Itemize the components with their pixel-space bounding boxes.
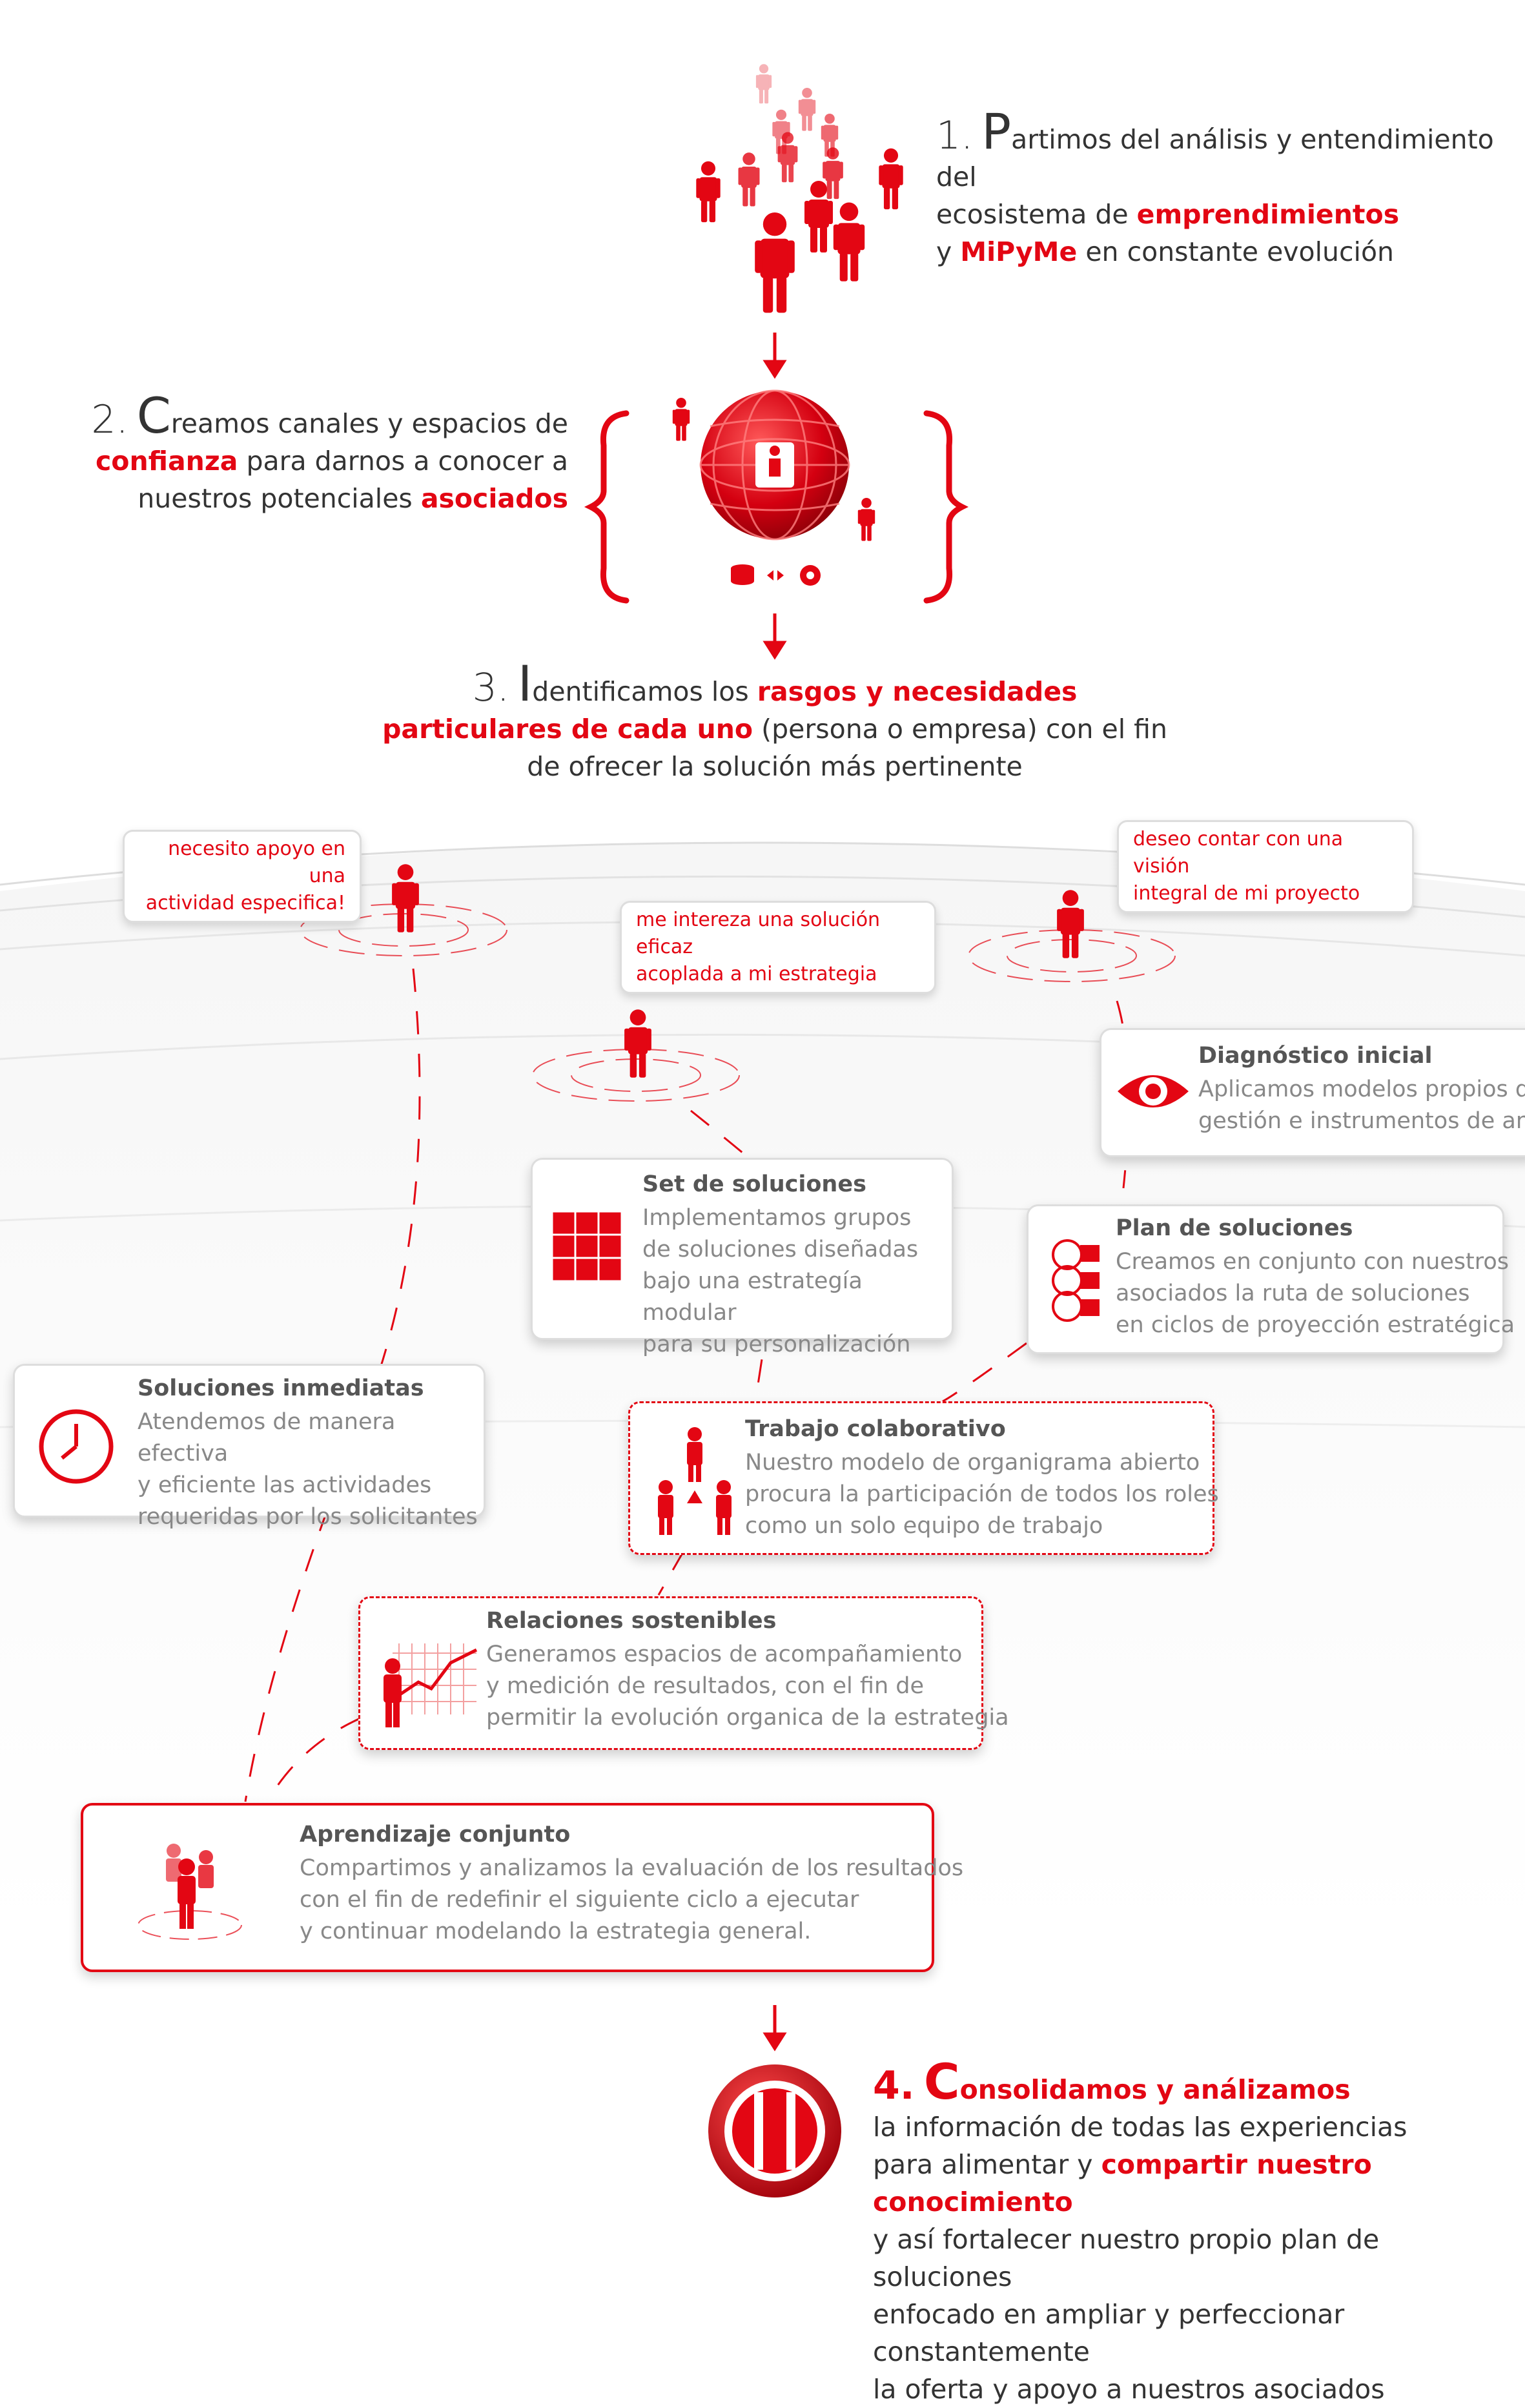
speech-bubble-solution: me intereza una solución eficaz acoplada… (620, 901, 936, 994)
company-logo-icon (708, 2064, 841, 2197)
card-diagnostico-inicial: Diagnóstico inicial Aplicamos modelos pr… (1100, 1028, 1525, 1157)
step3-line2-red: particulares de cada uno (382, 714, 753, 745)
team-group-icon (138, 1844, 242, 1940)
step1-line3-pre: y (936, 236, 961, 267)
card-title: Trabajo colaborativo (745, 1416, 1006, 1442)
globe-icon (699, 389, 850, 540)
step1-line2-pre: ecosistema de (936, 199, 1137, 230)
step3-line3: de ofrecer la solución más pertinente (527, 751, 1023, 782)
card-soluciones-inmediatas: Soluciones inmediatas Atendemos de maner… (13, 1364, 486, 1530)
step4-number: 4. (873, 2063, 915, 2108)
card-description: Aplicamos modelos propios de gestión e i… (1198, 1074, 1525, 1137)
step4-line2-red: compartir nuestro conocimiento (873, 2149, 1372, 2218)
card-description: Atendemos de manera efectiva y eficiente… (138, 1406, 484, 1533)
card-title: Aprendizaje conjunto (300, 1822, 571, 1847)
desc-line: para su personalización (642, 1332, 911, 1357)
step3-initial: I (517, 655, 533, 712)
step2-line3-pre: nuestros potenciales (138, 483, 421, 514)
cycle-plan-icon (1052, 1239, 1100, 1322)
step2-line3-red: asociados (420, 483, 568, 514)
desc-line: permitir la evolución organica de la est… (486, 1705, 1009, 1731)
step1-line1: artimos del análisis y entendimiento del (936, 124, 1494, 192)
card-title: Relaciones sostenibles (486, 1608, 777, 1634)
bubble-line: integral de mi proyecto (1133, 882, 1360, 905)
step4-line4: enfocado en ampliar y perfeccionar const… (873, 2299, 1345, 2367)
step2-number: 2. (91, 397, 128, 442)
step2-text: 2. Creamos canales y espacios de confian… (32, 391, 568, 517)
desc-line: Implementamos grupos (642, 1205, 912, 1231)
desc-line: Nuestro modelo de organigrama abierto (745, 1450, 1200, 1476)
desc-line: Creamos en conjunto con nuestros (1116, 1249, 1510, 1275)
desc-line: de soluciones diseñadas (642, 1237, 919, 1262)
card-description: Generamos espacios de acompañamiento y m… (486, 1639, 1009, 1734)
bubble-line: acoplada a mi estrategia (636, 963, 877, 985)
desc-line: y continuar modelando la estrategia gene… (300, 1919, 812, 1944)
org-chart-icon (658, 1427, 732, 1535)
desc-line: y medición de resultados, con el fin de (486, 1673, 925, 1699)
desc-line: y eficiente las actividades (138, 1472, 432, 1498)
step4-line2-pre: para alimentar y (873, 2149, 1101, 2180)
desc-line: procura la participación de todos los ro… (745, 1481, 1219, 1507)
step4-initial: C (923, 2053, 960, 2110)
step2-line2-red: confianza (95, 446, 238, 477)
modular-blocks-icon (551, 1210, 623, 1282)
desc-line: bajo una estrategía modular (642, 1268, 863, 1326)
step4-line5: la oferta y apoyo a nuestros asociados (873, 2374, 1385, 2405)
desc-line: requeridas por los solicitantes (138, 1504, 478, 1530)
step4-title: onsolidamos y análizamos (959, 2074, 1351, 2105)
card-title: Plan de soluciones (1116, 1215, 1353, 1241)
step1-line2-red: emprendimientos (1136, 199, 1400, 230)
bubble-line: necesito apoyo en una (168, 838, 345, 887)
desc-line: con el fin de redefinir el siguiente cic… (300, 1887, 859, 1913)
step1-line3-post: en constante evolución (1077, 236, 1395, 267)
card-title: Soluciones inmediatas (138, 1375, 424, 1401)
card-title: Set de soluciones (642, 1171, 866, 1197)
step2-initial: C (136, 387, 171, 444)
growth-chart-icon (384, 1643, 478, 1727)
step2-line2-post: para darnos a conocer a (238, 446, 568, 477)
card-set-de-soluciones: Set de soluciones Implementamos grupos d… (531, 1158, 954, 1357)
step1-text: 1. Partimos del análisis y entendimiento… (936, 107, 1517, 271)
step3-number: 3. (472, 665, 509, 710)
step1-initial: P (981, 103, 1012, 160)
speech-bubble-vision: deseo contar con una visión integral de … (1117, 820, 1414, 913)
card-description: Compartimos y analizamos la evaluación d… (300, 1853, 963, 1948)
step4-text: 4. Consolidamos y análizamos la informac… (873, 2057, 1519, 2408)
card-relaciones-sostenibles: Relaciones sostenibles Generamos espacio… (358, 1596, 1009, 1750)
data-sync-icons (731, 564, 821, 586)
bubble-line: me intereza una solución eficaz (636, 909, 881, 958)
desc-line: asociados la ruta de soluciones (1116, 1281, 1470, 1306)
step3-line1-red: rasgos y necesidades (757, 676, 1078, 707)
step2-line1: reamos canales y espacios de (170, 408, 568, 439)
card-description: Nuestro modelo de organigrama abierto pr… (745, 1447, 1219, 1542)
eye-icon (1118, 1075, 1189, 1107)
bubble-line: deseo contar con una visión (1133, 828, 1344, 878)
card-title: Diagnóstico inicial (1198, 1043, 1433, 1069)
step4-line1: la información de todas las experiencias (873, 2112, 1407, 2143)
step1-line3-red: MiPyMe (960, 236, 1078, 267)
desc-line: en ciclos de proyección estratégica (1116, 1312, 1515, 1338)
bubble-line: actividad especifica! (145, 892, 345, 914)
desc-line: Atendemos de manera efectiva (138, 1409, 396, 1466)
desc-line: Compartimos y analizamos la evaluación d… (300, 1855, 964, 1881)
desc-line: gestión e instrumentos de análi (1198, 1108, 1525, 1134)
speech-bubble-activity: necesito apoyo en una actividad especifi… (123, 830, 362, 923)
desc-line: como un solo equipo de trabajo (745, 1513, 1103, 1539)
card-description: Creamos en conjunto con nuestros asociad… (1116, 1246, 1515, 1341)
step1-number: 1. (936, 113, 974, 158)
card-plan-de-soluciones: Plan de soluciones Creamos en conjunto c… (1027, 1204, 1515, 1354)
step3-text: 3. Identificamos los rasgos y necesidade… (362, 659, 1188, 785)
step3-line1: dentificamos los (532, 676, 757, 707)
card-description: Implementamos grupos de soluciones diseñ… (642, 1202, 952, 1361)
step3-line2-post: (persona o empresa) con el fin (753, 714, 1167, 745)
desc-line: Aplicamos modelos propios de (1198, 1076, 1525, 1102)
step4-line3: y así fortalecer nuestro propio plan de … (873, 2224, 1380, 2292)
clock-icon (39, 1409, 114, 1484)
card-aprendizaje-conjunto: Aprendizaje conjunto Compartimos y anali… (81, 1803, 963, 1972)
card-trabajo-colaborativo: Trabajo colaborativo Nuestro modelo de o… (628, 1401, 1219, 1555)
desc-line: Generamos espacios de acompañamiento (486, 1641, 963, 1667)
